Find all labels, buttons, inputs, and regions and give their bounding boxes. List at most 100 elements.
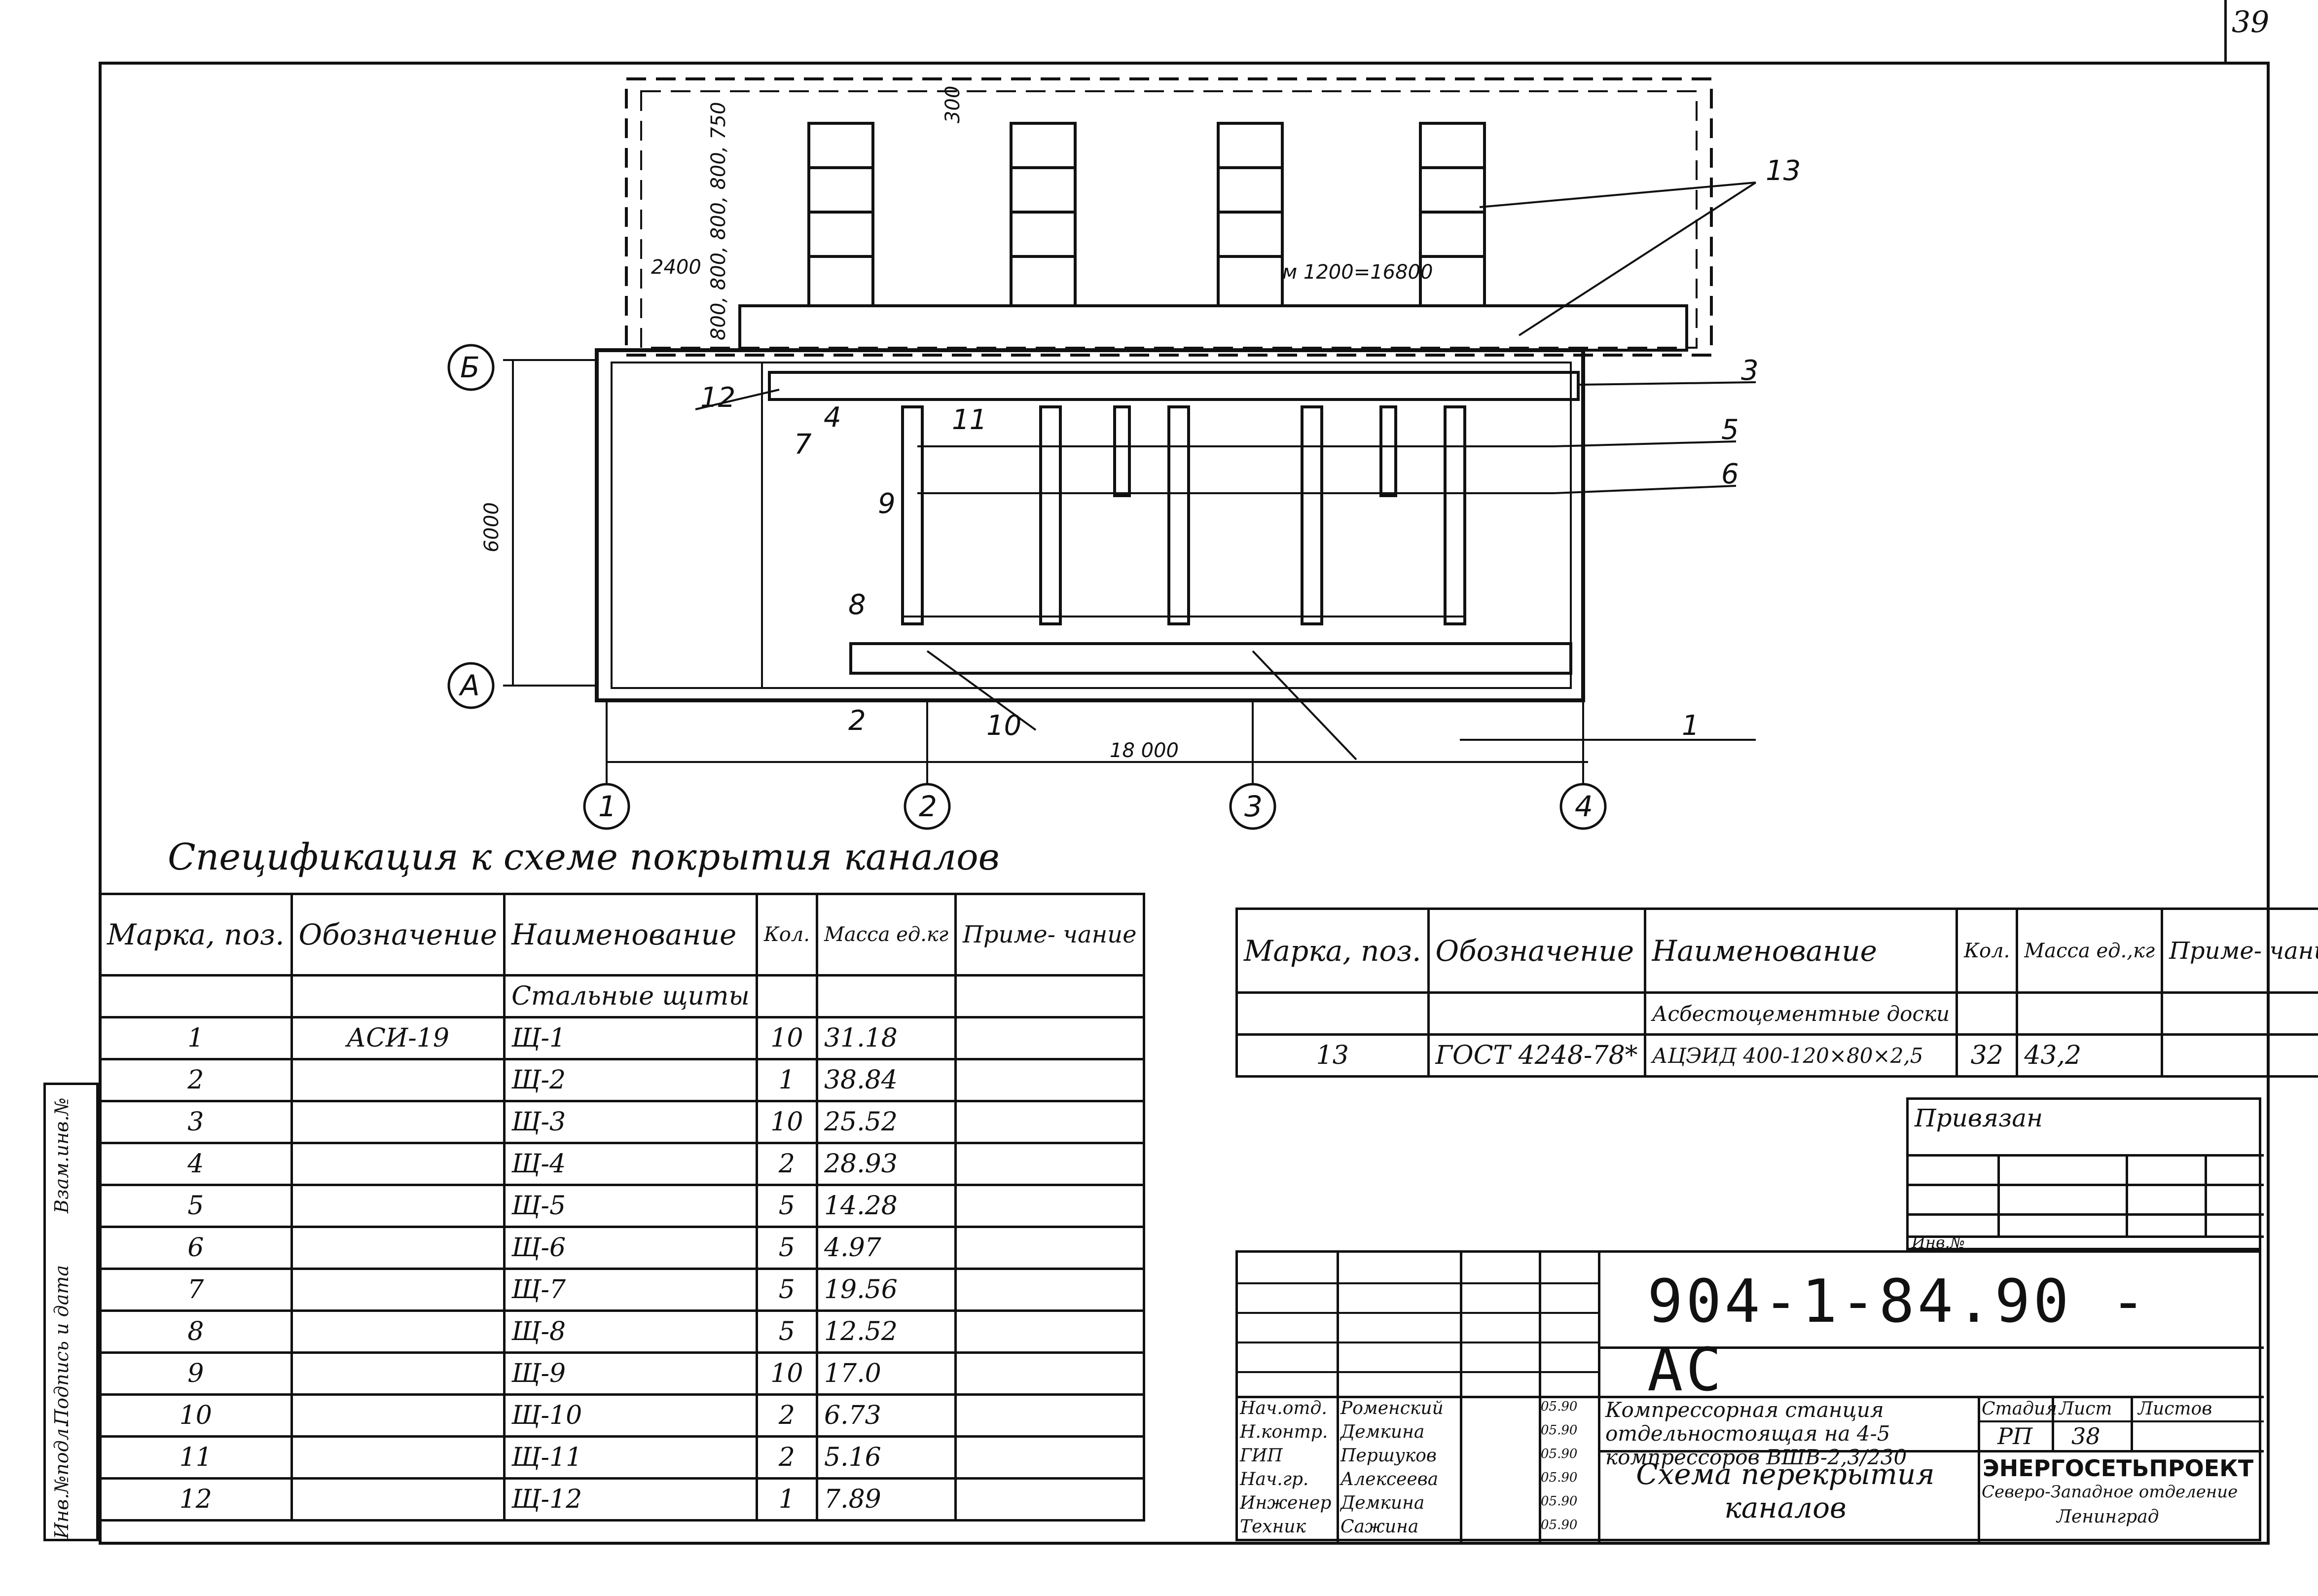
- col-qty: Кол.: [1956, 907, 2019, 994]
- callout-13: 13: [1766, 155, 1801, 187]
- channel-cover-plan: Б А 1 2 3 4 18 000 6000 2400 м 1200=1680…: [447, 77, 1801, 830]
- row-mass: 25.52: [815, 1100, 957, 1144]
- row-pos: 9: [99, 1351, 293, 1396]
- callout-4: 4: [824, 401, 841, 434]
- row-name: Щ-7: [503, 1268, 758, 1312]
- privyazan-label: Привязан: [1915, 1104, 2043, 1132]
- axis-label-b: Б: [460, 351, 480, 384]
- row-des: ГОСТ 4248-78*: [1427, 1033, 1646, 1078]
- signer-date: 05.90: [1541, 1447, 1578, 1461]
- section-asbestos: Асбестоцементные доски: [1643, 991, 1958, 1036]
- org-name: ЭНЕРГОСЕТЬПРОЕКТ: [1983, 1455, 2254, 1482]
- axis-bubble-a: [447, 662, 495, 709]
- object-title: Компрессорная станция отдельностоящая на…: [1605, 1398, 1907, 1469]
- channel-outline: [595, 348, 1585, 702]
- row-mass: 17.0: [815, 1351, 957, 1396]
- right-spec-table: Марка, поз. Обозначение Наименование Кол…: [1235, 907, 2318, 1078]
- signer-role: Нач.отд.: [1240, 1398, 1327, 1418]
- dim-cover-span: м 1200=16800: [1282, 261, 1433, 284]
- signer-name: Алексеева: [1340, 1469, 1439, 1489]
- row-pos: 4: [99, 1142, 293, 1186]
- row-pos: 6: [99, 1226, 293, 1270]
- row-des: [290, 1309, 506, 1354]
- dim-gap: 300: [942, 86, 964, 123]
- row-name: Щ-9: [503, 1351, 758, 1396]
- callout-3: 3: [1741, 355, 1759, 387]
- org-branch: Северо-Западное отделение: [1982, 1482, 2238, 1502]
- dim-width: 18 000: [1110, 739, 1179, 762]
- row-qty: 10: [755, 1351, 818, 1396]
- row-name: Щ-4: [503, 1142, 758, 1186]
- signer-name: Демкина: [1340, 1493, 1425, 1513]
- row-des: [290, 1184, 506, 1228]
- col-note: Приме- чание: [954, 893, 1145, 977]
- col-mass: Масса ед.кг: [815, 893, 957, 977]
- row-pos: 1: [99, 1016, 293, 1060]
- row-qty: 10: [755, 1016, 818, 1060]
- signer-date: 05.90: [1541, 1470, 1578, 1485]
- signer-name: Роменский: [1340, 1398, 1444, 1418]
- title-block: 904-1-84.90 - АС Нач.отд. Роменский 05.9…: [1235, 1250, 2264, 1544]
- callout-8: 8: [848, 589, 866, 621]
- row-qty: 2: [755, 1435, 818, 1480]
- row-mass: 14.28: [815, 1184, 957, 1228]
- axis-bubble-2: [904, 783, 951, 830]
- row-qty: 1: [755, 1058, 818, 1102]
- row-des: [290, 1100, 506, 1144]
- page-number: 39: [2232, 5, 2270, 39]
- stage-value: РП: [1997, 1423, 2033, 1450]
- signer-name: Сажина: [1340, 1517, 1419, 1537]
- signer-role: Н.контр.: [1240, 1422, 1328, 1442]
- stage-label: Стадия: [1982, 1399, 2057, 1419]
- section-steel: Стальные щиты: [503, 974, 758, 1018]
- side-stamp: Инв.№подл. Подпись и дата Взам.инв.№: [43, 1083, 99, 1541]
- row-name: Щ-1: [503, 1016, 758, 1060]
- row-name: Щ-8: [503, 1309, 758, 1354]
- row-des: [290, 1058, 506, 1102]
- callout-5: 5: [1721, 414, 1739, 446]
- row-des: [290, 1393, 506, 1438]
- callout-9: 9: [878, 488, 896, 520]
- page-frame: [99, 62, 2270, 1545]
- side-stamp-inv: Инв.№подл.: [51, 1422, 72, 1539]
- left-spec-table: Марка, поз. Обозначение Наименование Кол…: [99, 893, 1145, 1522]
- row-qty: 32: [1956, 1033, 2019, 1078]
- signer-name: Демкина: [1340, 1422, 1425, 1442]
- row-pos: 13: [1235, 1033, 1430, 1078]
- row-name: Щ-5: [503, 1184, 758, 1228]
- side-stamp-sign: Подпись и дата: [51, 1265, 72, 1425]
- row-pos: 2: [99, 1058, 293, 1102]
- row-name: Щ-2: [503, 1058, 758, 1102]
- spec-title: Спецификация к схеме покрытия каналов: [168, 836, 1000, 878]
- org-city: Ленинград: [2057, 1507, 2159, 1527]
- signer-date: 05.90: [1541, 1494, 1578, 1509]
- axis-label-3: 3: [1244, 790, 1263, 823]
- row-des: [290, 1268, 506, 1312]
- row-pos: 7: [99, 1268, 293, 1312]
- row-mass: 28.93: [815, 1142, 957, 1186]
- dim-offset: 2400: [651, 256, 701, 279]
- signer-role: ГИП: [1240, 1446, 1283, 1466]
- row-mass: 19.56: [815, 1268, 957, 1312]
- axis-label-2: 2: [919, 790, 937, 823]
- callout-7: 7: [794, 429, 812, 461]
- row-des: [290, 1142, 506, 1186]
- privyazan-block: Привязан Инв.№: [1906, 1097, 2264, 1252]
- axis-label-a: А: [458, 669, 480, 702]
- axis-bubble-3: [1229, 783, 1276, 830]
- signer-name: Першуков: [1340, 1446, 1437, 1466]
- sheets-label: Листов: [2138, 1399, 2212, 1419]
- row-mass: 31.18: [815, 1016, 957, 1060]
- row-qty: 5: [755, 1184, 818, 1228]
- row-qty: 2: [755, 1142, 818, 1186]
- row-des: АСИ-19: [290, 1016, 506, 1060]
- row-mass: 43,2: [2016, 1033, 2164, 1078]
- row-mass: 5.16: [815, 1435, 957, 1480]
- col-qty: Кол.: [755, 893, 818, 977]
- signer-role: Нач.гр.: [1240, 1469, 1309, 1489]
- col-pos: Марка, поз.: [1235, 907, 1430, 994]
- signer-date: 05.90: [1541, 1399, 1578, 1414]
- row-pos: 12: [99, 1477, 293, 1522]
- row-name: АЦЭИД 400-120×80×2,5: [1643, 1033, 1958, 1078]
- callout-10: 10: [986, 710, 1021, 742]
